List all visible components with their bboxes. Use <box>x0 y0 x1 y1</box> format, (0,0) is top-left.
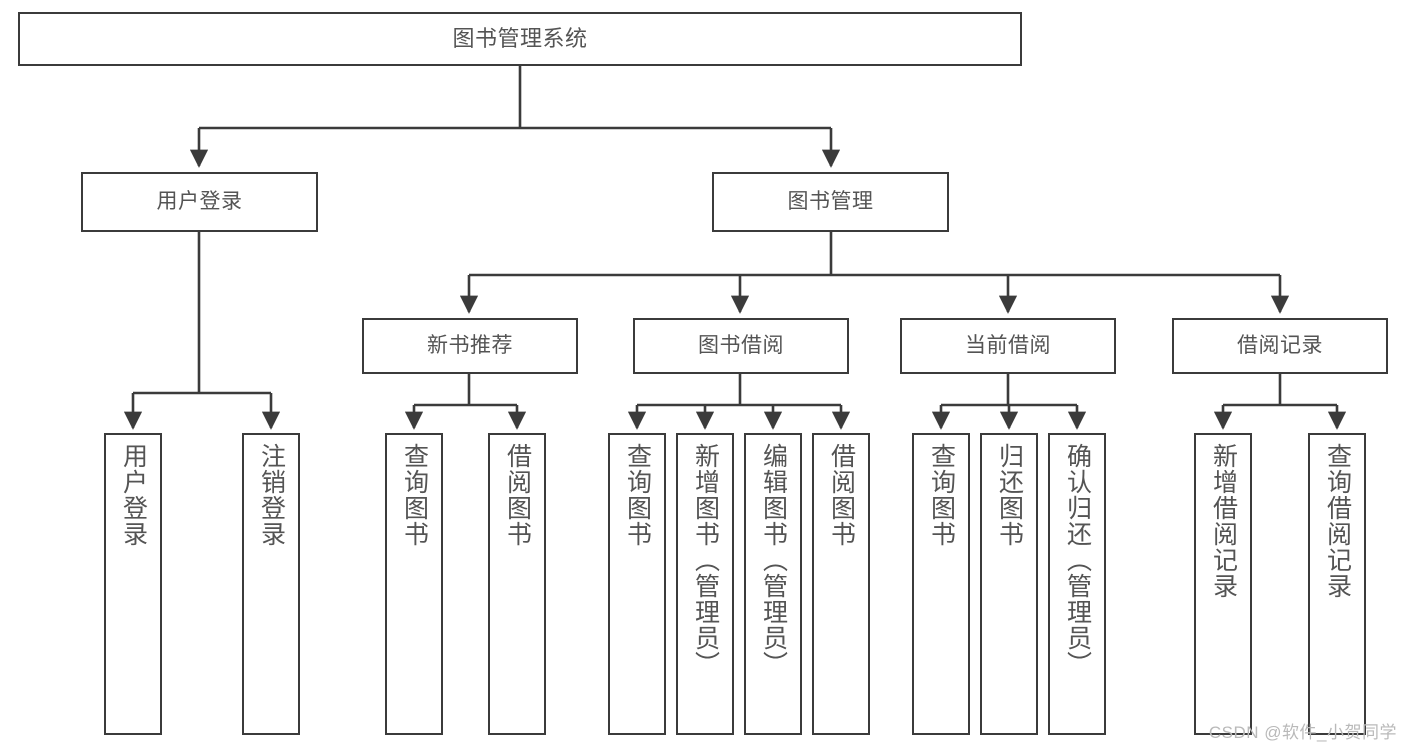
node-label: 查询图书 <box>623 443 652 547</box>
leaf-confirm-return-admin[interactable]: 确认归还（管理员） <box>1048 433 1106 735</box>
node-label: 新增图书（管理员） <box>691 443 720 677</box>
leaf-add-book-admin[interactable]: 新增图书（管理员） <box>676 433 734 735</box>
node-label: 查询图书 <box>400 443 429 547</box>
node-label: 当前借阅 <box>965 334 1051 358</box>
node-label: 借阅图书 <box>503 443 532 547</box>
leaf-query-borrow-record[interactable]: 查询借阅记录 <box>1308 433 1366 735</box>
node-label: 编辑图书（管理员） <box>759 443 788 677</box>
node-label: 图书借阅 <box>698 334 784 358</box>
leaf-query-book-current[interactable]: 查询图书 <box>912 433 970 735</box>
leaf-return-book[interactable]: 归还图书 <box>980 433 1038 735</box>
node-label: 图书管理 <box>787 190 874 214</box>
node-root-book-management-system[interactable]: 图书管理系统 <box>18 12 1022 66</box>
node-current-borrowing[interactable]: 当前借阅 <box>900 318 1116 374</box>
node-book-borrowing[interactable]: 图书借阅 <box>633 318 849 374</box>
node-new-book-recommendation[interactable]: 新书推荐 <box>362 318 578 374</box>
node-label: 归还图书 <box>995 443 1024 547</box>
node-label: 借阅记录 <box>1237 334 1323 358</box>
csdn-watermark: CSDN @软件_小贺同学 <box>1208 723 1397 742</box>
leaf-user-login[interactable]: 用户登录 <box>104 433 162 735</box>
leaf-query-book-borrow[interactable]: 查询图书 <box>608 433 666 735</box>
node-user-login[interactable]: 用户登录 <box>81 172 318 232</box>
node-label: 查询图书 <box>927 443 956 547</box>
node-label: 查询借阅记录 <box>1323 443 1352 599</box>
node-label: 用户登录 <box>156 190 243 214</box>
leaf-add-borrow-record[interactable]: 新增借阅记录 <box>1194 433 1252 735</box>
node-borrowing-records[interactable]: 借阅记录 <box>1172 318 1388 374</box>
node-label: 新增借阅记录 <box>1209 443 1238 599</box>
node-label: 注销登录 <box>257 443 286 547</box>
node-label: 借阅图书 <box>827 443 856 547</box>
node-label: 新书推荐 <box>427 334 513 358</box>
leaf-borrow-book-new[interactable]: 借阅图书 <box>488 433 546 735</box>
node-book-management[interactable]: 图书管理 <box>712 172 949 232</box>
leaf-borrow-book[interactable]: 借阅图书 <box>812 433 870 735</box>
node-label: 用户登录 <box>119 443 148 547</box>
node-label: 图书管理系统 <box>452 25 588 51</box>
leaf-query-book-new[interactable]: 查询图书 <box>385 433 443 735</box>
node-label: 确认归还（管理员） <box>1063 443 1092 677</box>
leaf-edit-book-admin[interactable]: 编辑图书（管理员） <box>744 433 802 735</box>
leaf-logout[interactable]: 注销登录 <box>242 433 300 735</box>
